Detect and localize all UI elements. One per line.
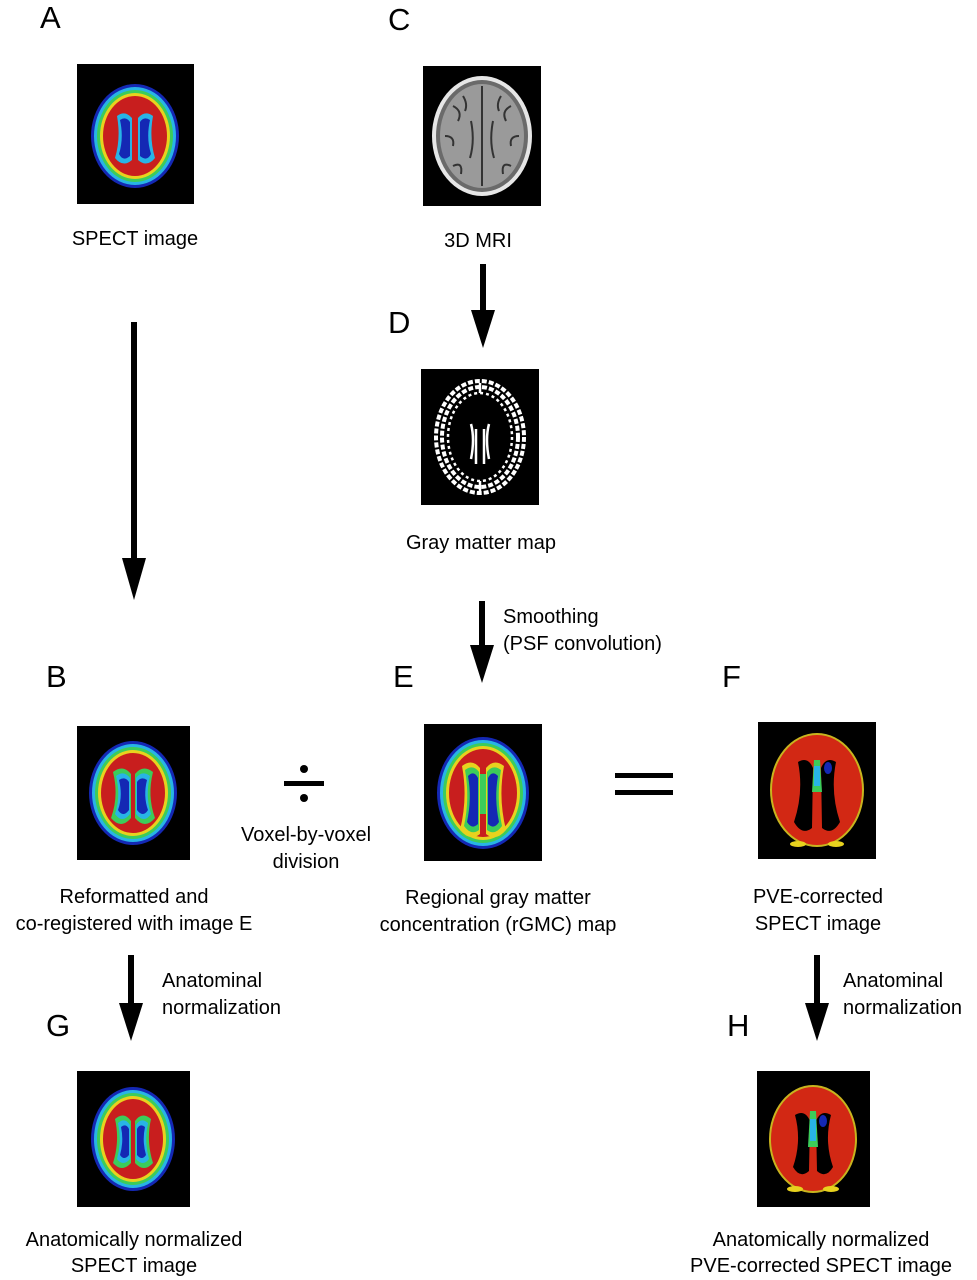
arrow-c-to-d [469, 264, 497, 350]
caption-e-line2: concentration (rGMC) map [379, 914, 617, 936]
normalization-label-right-line1: Anatominal [843, 970, 944, 992]
gray-matter-image-d [421, 369, 539, 505]
arrow-b-to-g [117, 955, 145, 1043]
caption-b-line2: co-registered with image E [15, 913, 253, 935]
arrow-f-to-h [803, 955, 831, 1043]
panel-letter-a: A [40, 0, 61, 35]
caption-b-line1: Reformatted and [59, 886, 209, 908]
psf-convolution-label: (PSF convolution) [503, 633, 662, 655]
spect-image-b [77, 726, 190, 860]
caption-f-line1: PVE-corrected [752, 886, 884, 908]
normalization-label-left-line2: normalization [162, 997, 281, 1019]
division-label-line2: division [272, 851, 340, 873]
caption-f-line2: SPECT image [754, 913, 882, 935]
caption-h-line2: PVE-corrected SPECT image [690, 1255, 952, 1277]
caption-d: Gray matter map [405, 532, 557, 554]
panel-letter-e: E [393, 659, 414, 694]
normalization-label-left-line1: Anatominal [162, 970, 263, 992]
arrow-a-to-b [120, 322, 148, 602]
smoothing-label: Smoothing [503, 606, 599, 628]
panel-letter-c: C [388, 2, 411, 37]
rgmc-image-e [424, 724, 542, 861]
arrow-d-to-e [468, 601, 496, 685]
division-label-line1: Voxel-by-voxel [240, 824, 372, 846]
caption-g-line1: Anatomically normalized [25, 1229, 243, 1251]
divide-icon [282, 762, 326, 811]
panel-letter-d: D [388, 305, 411, 340]
panel-letter-f: F [722, 659, 741, 694]
panel-letter-b: B [46, 659, 67, 694]
pve-corrected-image-f [758, 722, 876, 859]
panel-letter-h: H [727, 1008, 750, 1043]
normalization-label-right-line2: normalization [843, 997, 962, 1019]
mri-image-c [423, 66, 541, 206]
normalized-spect-image-g [77, 1071, 190, 1207]
caption-g-line2: SPECT image [70, 1255, 198, 1277]
panel-letter-g: G [46, 1008, 71, 1043]
caption-a: SPECT image [71, 228, 199, 250]
equals-icon [615, 770, 673, 803]
caption-h-line1: Anatomically normalized [712, 1229, 930, 1251]
caption-c: 3D MRI [444, 230, 512, 252]
caption-e-line1: Regional gray matter [405, 887, 591, 909]
normalized-pve-image-h [757, 1071, 870, 1207]
spect-image-a [77, 64, 194, 204]
